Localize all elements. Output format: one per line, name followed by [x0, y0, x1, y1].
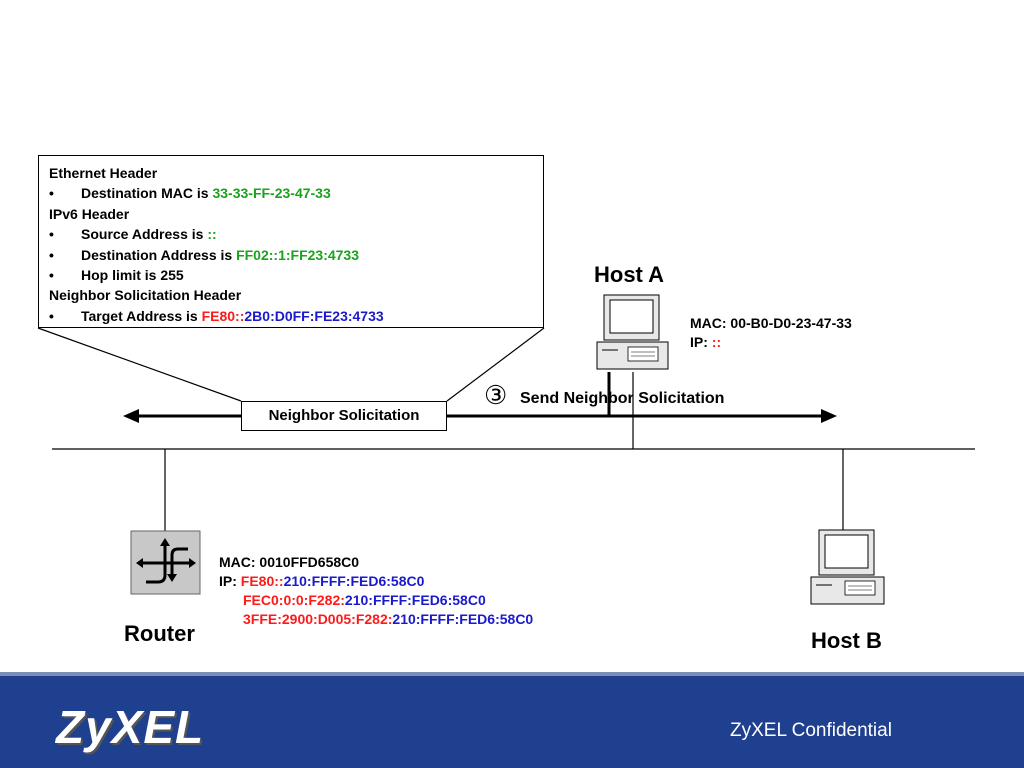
bullet: • — [49, 185, 54, 202]
host-a-ip-value: :: — [711, 334, 722, 350]
ipv6-header-label: IPv6 Header — [49, 205, 130, 222]
host-a-info: MAC: 00-B0-D0-23-47-33 IP: :: — [690, 314, 852, 352]
dest-addr-value: FF02::1:FF23:4733 — [236, 246, 360, 263]
host-a-ip-label: IP: — [690, 334, 712, 350]
message-label-box: Neighbor Solicitation — [241, 401, 447, 431]
router-ip-line-1: IP: FE80::210:FFFF:FED6:58C0 — [219, 572, 533, 591]
step-number: ③ — [484, 380, 508, 410]
target-addr-label: Target Address is — [81, 307, 202, 324]
ethernet-header-label: Ethernet Header — [49, 165, 158, 181]
bullet: • — [49, 307, 54, 324]
bullet: • — [49, 226, 54, 243]
router-ip-suffix: 210:FFFF:FED6:58C0 — [392, 611, 534, 627]
src-addr-line: • Source Address is :: — [49, 224, 543, 244]
callout-line-right — [446, 327, 545, 402]
hop-limit-text: Hop limit is 255 — [81, 267, 184, 284]
arrow-head-right — [821, 409, 837, 423]
confidential-label: ZyXEL Confidential — [730, 720, 892, 741]
router-ip-prefix: 3FFE:2900:D005:F282: — [243, 611, 393, 627]
dest-addr-line: • Destination Address is FF02::1:FF23:473… — [49, 245, 543, 265]
callout-line-left — [37, 327, 242, 402]
packet-details-box: Ethernet Header • Destination MAC is 33-3… — [38, 155, 544, 328]
target-addr-prefix: FE80:: — [201, 307, 245, 324]
host-a-computer-icon — [596, 294, 669, 370]
dest-mac-label: Destination MAC is — [81, 185, 213, 202]
footer-bar — [0, 672, 1024, 768]
router-icon — [130, 530, 201, 595]
hop-limit-line: • Hop limit is 255 — [49, 265, 543, 285]
target-addr-suffix: 2B0:D0FF:FE23:4733 — [244, 307, 384, 324]
router-info: MAC: 0010FFD658C0 IP: FE80::210:FFFF:FED… — [219, 553, 533, 629]
arrow-head-left — [123, 409, 139, 423]
dest-addr-label: Destination Address is — [81, 246, 237, 263]
router-ip-prefix: FEC0:0:0:F282: — [243, 592, 345, 608]
src-addr-value: :: — [207, 226, 217, 243]
bullet: • — [49, 267, 54, 284]
src-addr-label: Source Address is — [81, 226, 208, 243]
footer-top-rule — [0, 672, 1024, 676]
bullet: • — [49, 246, 54, 263]
router-ip-suffix: 210:FFFF:FED6:58C0 — [283, 573, 425, 589]
host-a-ip-line: IP: :: — [690, 333, 852, 352]
router-ip-line-3: 3FFE:2900:D005:F282:210:FFFF:FED6:58C0 — [219, 610, 533, 629]
ns-header-label: Neighbor Solicitation Header — [49, 287, 242, 304]
router-ip-line-2: FEC0:0:0:F282:210:FFFF:FED6:58C0 — [219, 591, 533, 610]
dest-mac-line: • Destination MAC is 33-33-FF-23-47-33 — [49, 183, 543, 203]
router-title: Router — [124, 621, 195, 646]
dest-mac-value: 33-33-FF-23-47-33 — [212, 185, 331, 202]
step-text: Send Neighbor Solicitation — [520, 390, 725, 407]
router-mac: MAC: 0010FFD658C0 — [219, 554, 360, 570]
zyxel-logo: ZyXEL — [56, 701, 205, 753]
target-addr-line: • Target Address is FE80::2B0:D0FF:FE23:4… — [49, 306, 543, 326]
router-ip-prefix: FE80:: — [240, 573, 284, 589]
host-b-computer-icon — [810, 529, 885, 605]
router-ip-suffix: 210:FFFF:FED6:58C0 — [344, 592, 486, 608]
router-ip-label: IP: — [219, 573, 241, 589]
host-a-title: Host A — [594, 262, 665, 287]
host-b-title: Host B — [811, 628, 882, 653]
host-a-mac: MAC: 00-B0-D0-23-47-33 — [690, 315, 852, 331]
